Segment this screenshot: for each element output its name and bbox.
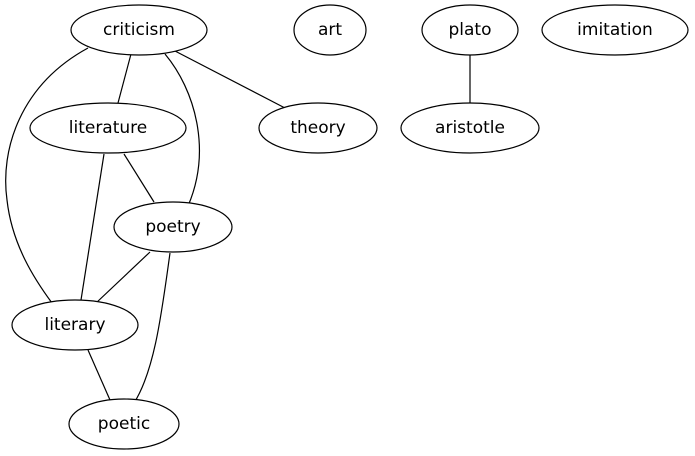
edge-poetry-poetic xyxy=(133,252,171,404)
edge-literature-literary xyxy=(80,153,105,301)
node-label-aristotle: aristotle xyxy=(435,118,505,138)
node-label-literary: literary xyxy=(44,315,105,335)
node-label-poetry: poetry xyxy=(145,217,200,237)
node-criticism: criticism xyxy=(70,4,208,56)
node-aristotle: aristotle xyxy=(400,102,540,154)
edge-criticism-literature xyxy=(117,53,132,104)
node-label-criticism: criticism xyxy=(103,20,175,40)
node-theory: theory xyxy=(258,102,378,154)
node-poetic: poetic xyxy=(68,398,180,450)
edge-literature-poetry xyxy=(123,153,155,203)
graph-edges xyxy=(5,47,471,404)
node-literature: literature xyxy=(29,102,187,154)
node-label-plato: plato xyxy=(449,20,492,40)
edge-literary-poetic xyxy=(87,349,111,401)
node-label-theory: theory xyxy=(290,118,345,138)
node-art: art xyxy=(293,4,367,56)
node-plato: plato xyxy=(421,4,519,56)
node-label-art: art xyxy=(318,20,342,40)
edge-poetry-literary xyxy=(95,251,151,304)
node-literary: literary xyxy=(11,299,139,351)
edge-criticism-theory xyxy=(174,50,286,109)
node-poetry: poetry xyxy=(113,201,233,253)
node-label-literature: literature xyxy=(69,118,148,138)
node-imitation: imitation xyxy=(541,4,689,56)
node-label-poetic: poetic xyxy=(98,414,150,434)
edge-criticism-poetry xyxy=(164,53,200,207)
node-label-imitation: imitation xyxy=(577,20,653,40)
edge-criticism-literary xyxy=(5,47,89,304)
